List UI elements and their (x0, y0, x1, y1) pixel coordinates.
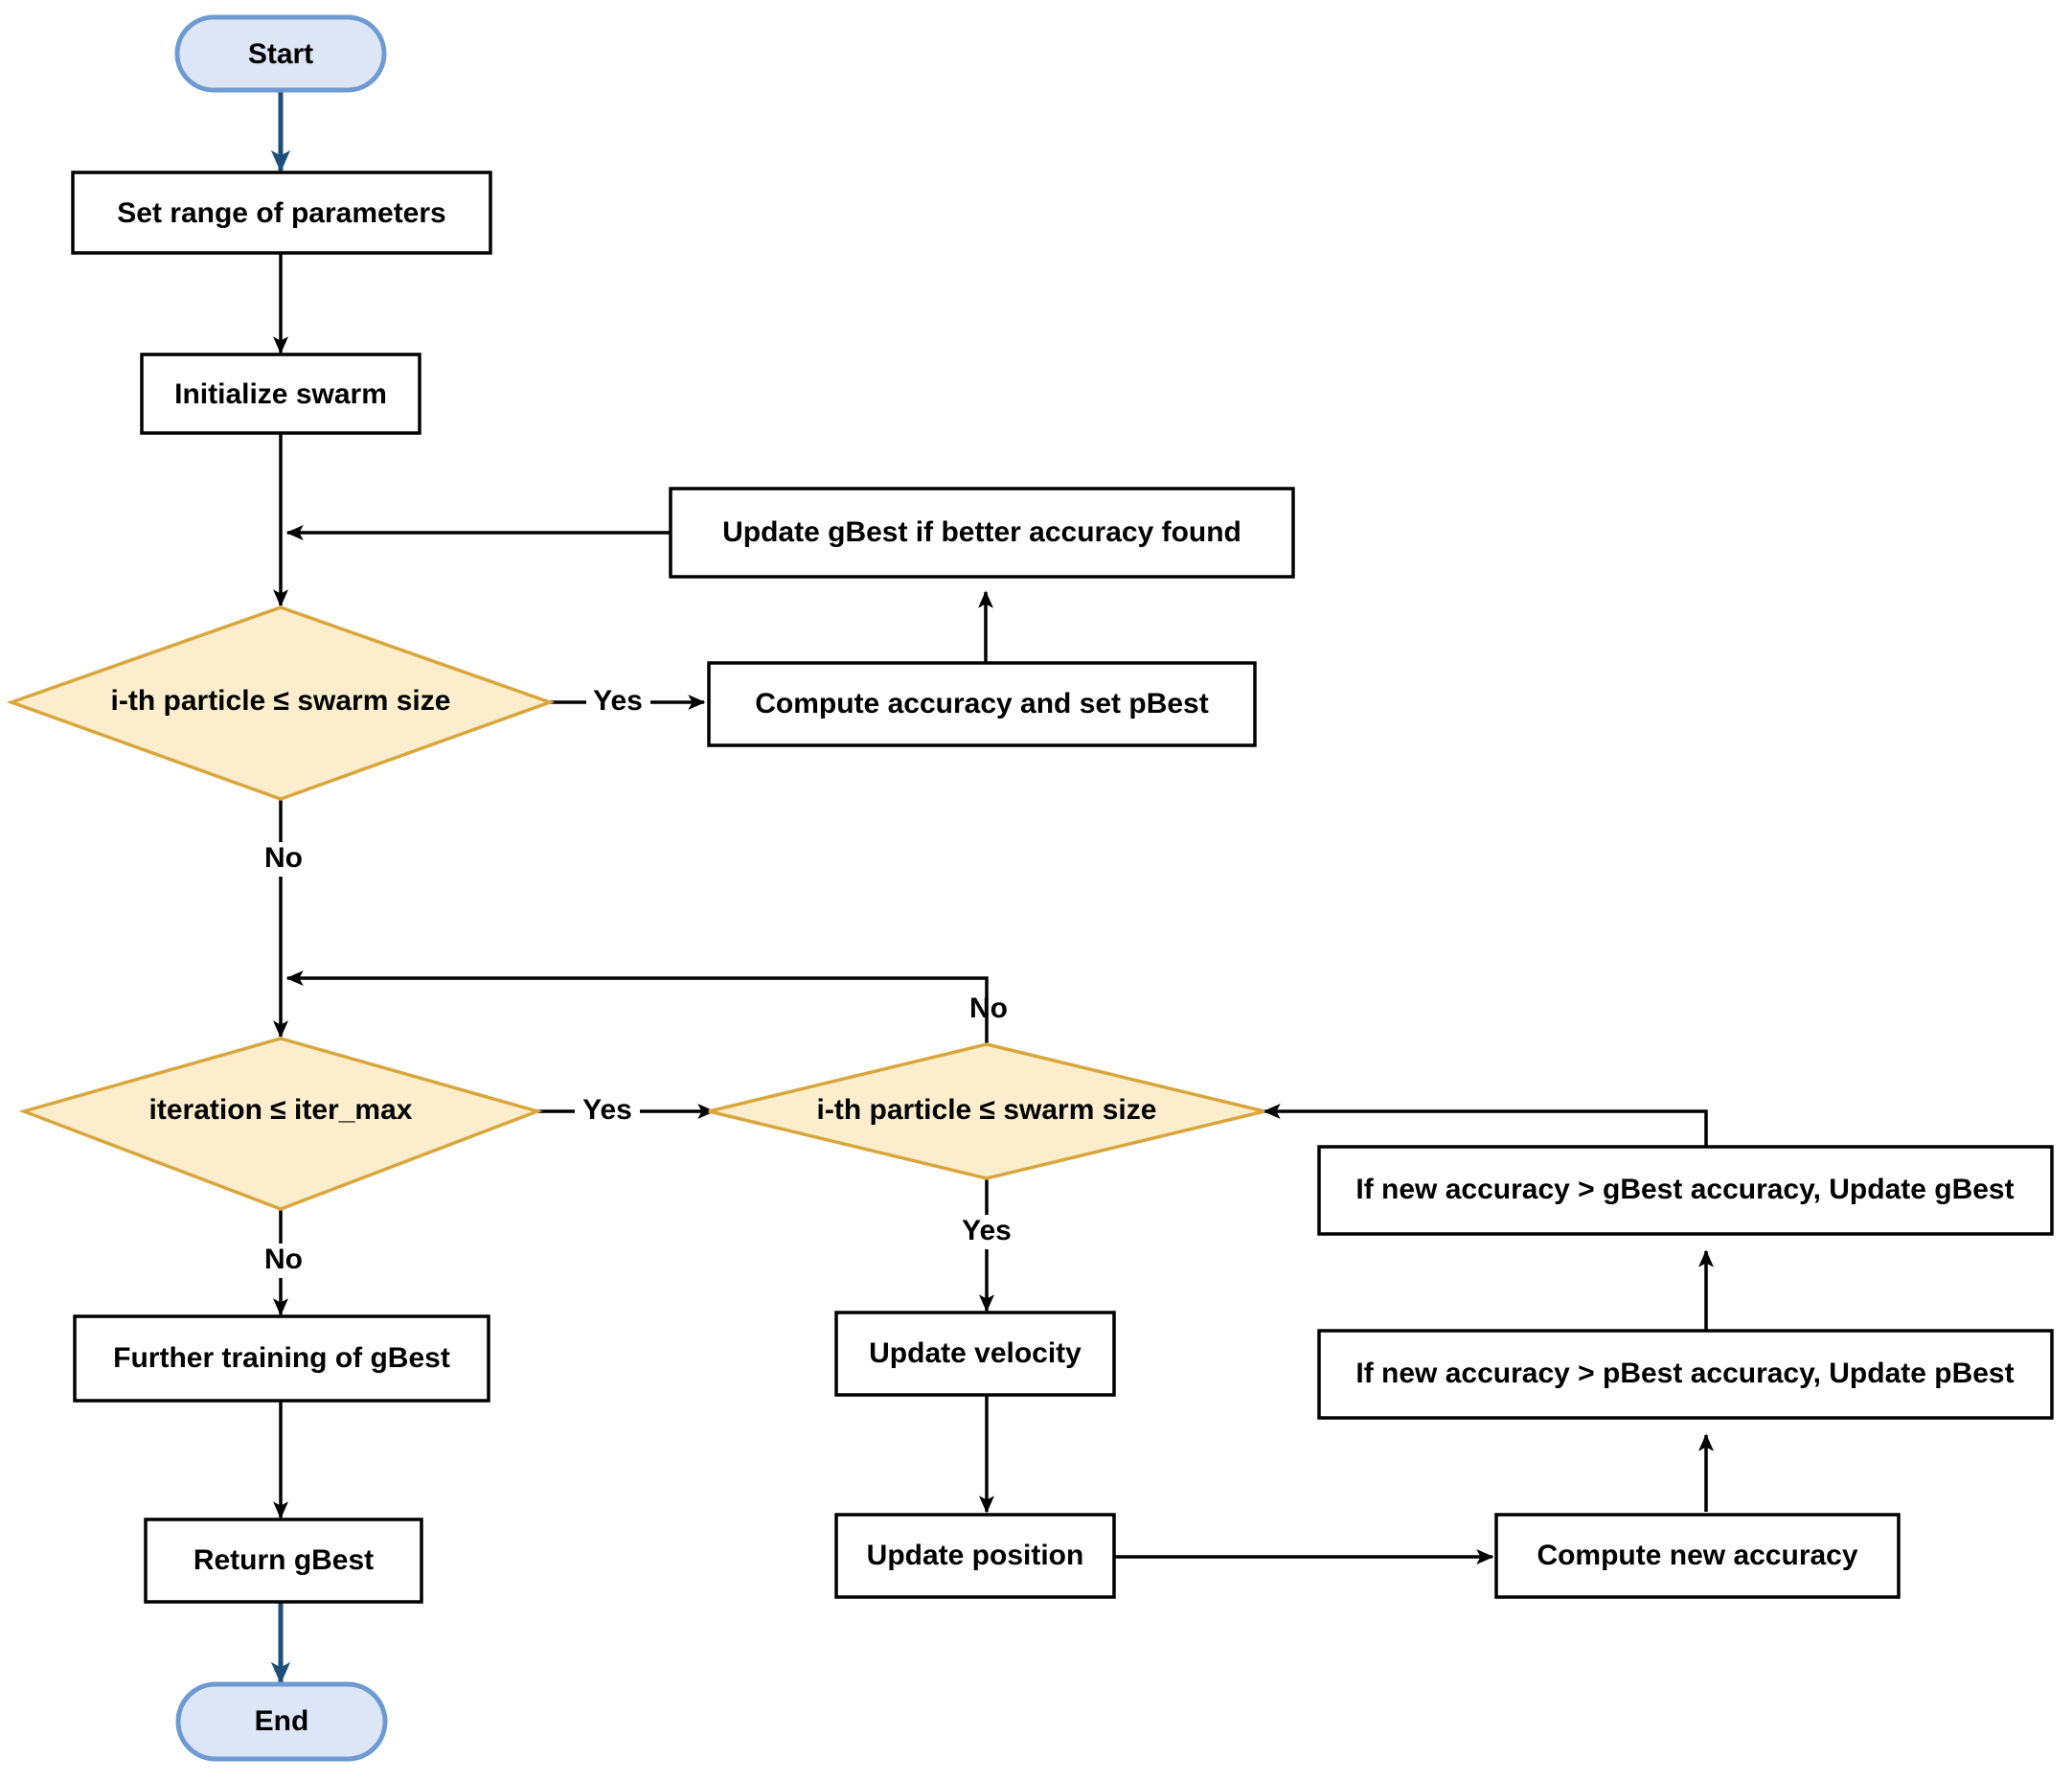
node-compute-accuracy-and-set-pbest[interactable]: Compute accuracy and set pBest (707, 661, 1257, 747)
update-gbest-found-shape (669, 487, 1295, 579)
compute-new-accuracy-shape (1494, 1513, 1901, 1599)
node-decision-particle-2[interactable]: i-th particle ≤ swarm size (708, 1042, 1265, 1180)
node-further-training-of-gbest[interactable]: Further training of gBest (73, 1314, 490, 1403)
node-update-gbest-if-better-accuracy-found[interactable]: Update gBest if better accuracy found (669, 487, 1295, 579)
edge-label-yes-iteration: Yes (582, 1094, 632, 1126)
init-swarm-shape (140, 353, 421, 435)
start-shape (174, 14, 387, 93)
node-return-gbest[interactable]: Return gBest (144, 1518, 423, 1604)
end-shape (175, 1681, 388, 1762)
update-position-shape (834, 1513, 1116, 1599)
node-set-range-of-parameters[interactable]: Set range of parameters (71, 171, 492, 255)
compute-pbest-shape (707, 661, 1257, 747)
if-gbest-shape (1317, 1145, 2054, 1236)
return-gbest-shape (144, 1518, 423, 1604)
decision-particle-2-shape (708, 1042, 1265, 1180)
node-update-position[interactable]: Update position (834, 1513, 1116, 1599)
edge-decision-particle2-no-loopback (285, 970, 989, 1044)
node-decision-iteration[interactable]: iteration ≤ iter_max (18, 1037, 543, 1211)
node-if-new-accuracy-greater-gbest[interactable]: If new accuracy > gBest accuracy, Update… (1317, 1145, 2054, 1236)
if-pbest-shape (1317, 1329, 2054, 1420)
edge-if-gbest-loopback-to-particle2 (1263, 1103, 1708, 1147)
decision-iteration-shape (18, 1037, 543, 1211)
update-velocity-shape (834, 1311, 1116, 1397)
set-range-shape (71, 171, 492, 255)
node-end[interactable]: End (175, 1681, 388, 1762)
further-training-shape (73, 1314, 490, 1403)
edge-label-no-particle-1: No (264, 842, 303, 874)
node-compute-new-accuracy[interactable]: Compute new accuracy (1494, 1513, 1901, 1599)
edge-label-no-iteration: No (264, 1244, 303, 1275)
decision-particle-1-shape (6, 605, 556, 801)
node-decision-particle-1[interactable]: i-th particle ≤ swarm size (6, 605, 556, 801)
node-initialize-swarm[interactable]: Initialize swarm (140, 353, 421, 435)
node-if-new-accuracy-greater-pbest[interactable]: If new accuracy > pBest accuracy, Update… (1317, 1329, 2054, 1420)
node-update-velocity[interactable]: Update velocity (834, 1311, 1116, 1397)
node-start[interactable]: Start (174, 14, 387, 93)
edge-label-yes-particle-1: Yes (593, 685, 643, 717)
edge-label-no-particle-2: No (969, 993, 1008, 1024)
edge-label-yes-particle-2: Yes (962, 1215, 1012, 1246)
